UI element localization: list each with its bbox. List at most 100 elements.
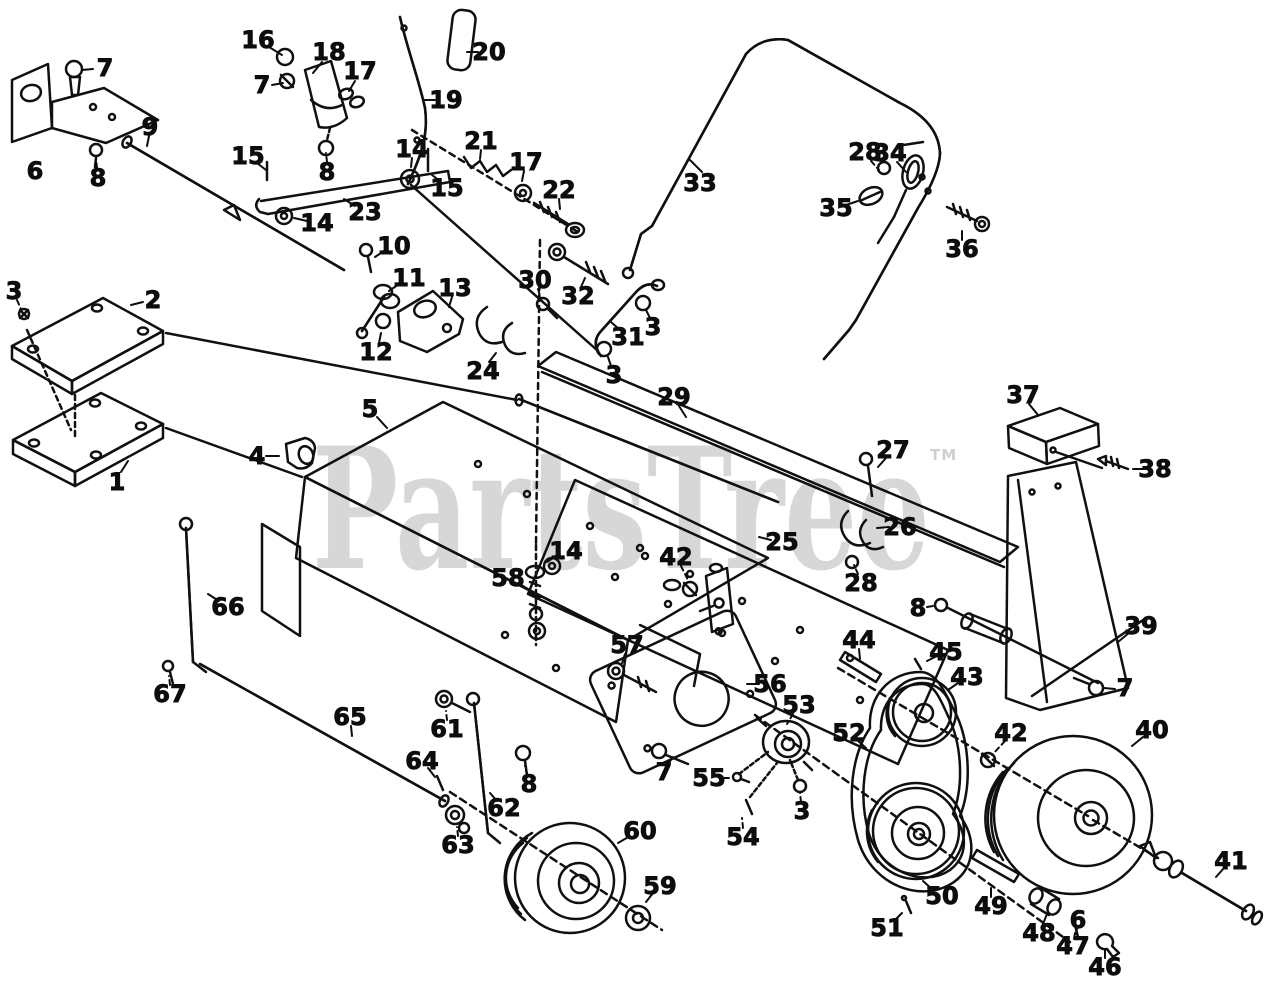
bolt-27 xyxy=(858,451,874,498)
spring-21 xyxy=(462,155,513,178)
pulley-50 xyxy=(865,781,966,881)
leader-line-12 xyxy=(378,332,382,344)
leader-line-14 xyxy=(546,555,557,563)
washer-14-lever xyxy=(399,168,421,190)
pin-45 xyxy=(913,657,923,671)
leader-line-45 xyxy=(926,655,938,662)
bolt-22 xyxy=(532,200,586,239)
part-label-17: 17 xyxy=(509,148,542,176)
part-label-49: 49 xyxy=(974,892,1007,920)
part-label-18: 18 xyxy=(312,38,345,66)
part-label-15: 15 xyxy=(231,142,264,170)
clip-35 xyxy=(858,185,884,207)
grip-37 xyxy=(1006,406,1104,470)
leader-line-65 xyxy=(350,725,353,737)
bolt-41 xyxy=(1091,818,1264,926)
part-label-9: 9 xyxy=(142,113,159,141)
part-label-8: 8 xyxy=(521,770,538,798)
part-label-13: 13 xyxy=(438,274,471,302)
leader-line-7 xyxy=(667,756,674,765)
nut-28-lower xyxy=(844,554,860,570)
washer-59 xyxy=(624,904,652,932)
part-label-60: 60 xyxy=(623,817,656,845)
part-label-45: 45 xyxy=(929,638,962,666)
leader-line-7 xyxy=(271,82,284,86)
clips-26 xyxy=(839,509,885,551)
part-label-59: 59 xyxy=(643,872,676,900)
part-label-42: 42 xyxy=(994,719,1027,747)
part-label-6: 6 xyxy=(27,157,44,185)
leader-line-29 xyxy=(678,405,687,418)
chassis-deck xyxy=(526,478,950,766)
handle-33 xyxy=(621,38,942,361)
bolt-42-left xyxy=(681,580,699,598)
part-label-62: 62 xyxy=(487,794,520,822)
leader-line-60 xyxy=(617,835,631,844)
part-label-61: 61 xyxy=(430,715,463,743)
leader-line-66 xyxy=(207,593,220,602)
assembly-line xyxy=(748,761,779,799)
leader-line-8 xyxy=(524,765,528,776)
leader-line-43 xyxy=(947,682,959,691)
rod-65 xyxy=(198,662,450,808)
leader-line-13 xyxy=(448,296,453,308)
leader-line-50 xyxy=(922,880,934,891)
bracket-6 xyxy=(10,62,160,145)
leader-line-51 xyxy=(893,912,903,922)
part-label-42: 42 xyxy=(659,543,692,571)
leader-line-63 xyxy=(456,826,459,837)
part-label-7: 7 xyxy=(1117,674,1134,702)
leader-line-14 xyxy=(410,157,413,168)
part-label-47: 47 xyxy=(1056,932,1089,960)
leader-line-17 xyxy=(348,80,356,92)
assembly-line xyxy=(164,331,519,402)
part-label-12: 12 xyxy=(359,338,392,366)
leader-line-44 xyxy=(858,648,861,660)
leader-line-54 xyxy=(741,817,744,829)
part-label-24: 24 xyxy=(466,357,499,385)
bolt-67 xyxy=(161,659,175,686)
nut-12 xyxy=(374,312,392,330)
leader-line-33 xyxy=(689,159,703,173)
bolt-61 xyxy=(434,689,472,714)
part-label-8: 8 xyxy=(910,594,927,622)
leader-line-21 xyxy=(479,149,482,160)
leader-line-17 xyxy=(521,170,525,182)
leader-line-8 xyxy=(95,158,98,169)
part-label-57: 57 xyxy=(610,631,643,659)
pin-51 xyxy=(900,894,913,915)
leader-line-32 xyxy=(580,277,586,288)
leader-line-62 xyxy=(489,792,498,802)
leader-line-26 xyxy=(876,526,890,529)
part-label-48: 48 xyxy=(1022,919,1055,947)
washer-17-mid xyxy=(513,183,533,203)
rod-9 xyxy=(121,135,346,272)
part-label-8: 8 xyxy=(90,164,107,192)
hardware-58 xyxy=(524,543,547,647)
part-label-17: 17 xyxy=(343,57,376,85)
screw-55 xyxy=(731,771,751,784)
strap-62 xyxy=(465,691,502,845)
leader-line-40 xyxy=(1131,736,1144,747)
leader-line-3 xyxy=(645,309,651,319)
leader-line-15 xyxy=(256,162,267,171)
part-label-34: 34 xyxy=(873,139,906,167)
leader-line-30 xyxy=(537,288,542,300)
cone-18-cluster xyxy=(275,47,366,157)
leader-line-2 xyxy=(130,301,144,306)
part-label-1: 1 xyxy=(109,468,126,496)
bolt-32 xyxy=(547,242,610,286)
leader-line-57 xyxy=(621,653,626,664)
part-label-14: 14 xyxy=(549,537,582,565)
watermark-text: PartsTree xyxy=(312,410,930,608)
part-label-16: 16 xyxy=(241,26,274,54)
part-label-19: 19 xyxy=(429,86,462,114)
part-label-54: 54 xyxy=(726,823,759,851)
part-label-6: 6 xyxy=(1070,906,1087,934)
watermark-trademark: TM xyxy=(930,446,957,464)
leader-line-8 xyxy=(325,152,328,163)
